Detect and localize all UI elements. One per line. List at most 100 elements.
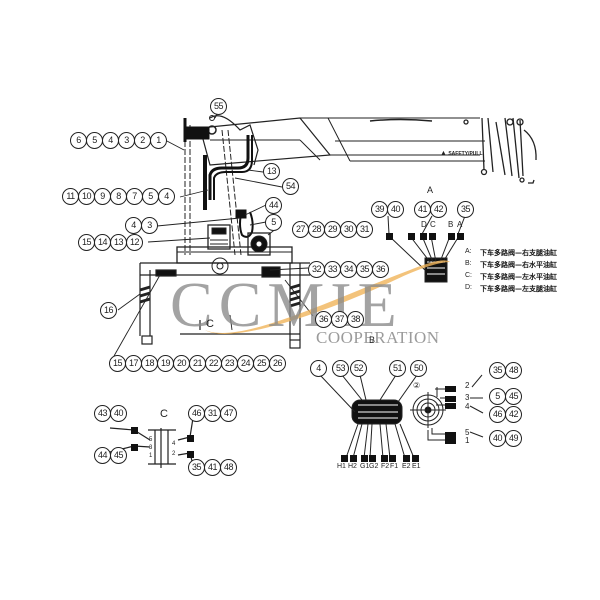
c-pin-4: 4 <box>172 441 176 447</box>
callout-49: 49 <box>505 430 522 447</box>
callout-3: 3 <box>118 132 135 149</box>
callout-30: 30 <box>340 221 357 238</box>
port-f2: F2 <box>381 463 390 470</box>
port-g2: G2 <box>369 463 379 470</box>
callout-35b: 35 <box>457 201 474 218</box>
callout-54: 54 <box>282 178 299 195</box>
port-tag <box>448 233 455 240</box>
callout-44: 44 <box>265 197 282 214</box>
pin-1: 1 <box>465 436 470 445</box>
callout-1: 1 <box>150 132 167 149</box>
watermark-brand: CCMIE <box>170 269 403 340</box>
callout-41: 41 <box>414 201 431 218</box>
port-letter-c: C <box>430 220 436 229</box>
port-h2: H2 <box>348 463 357 470</box>
port-tag <box>429 233 436 240</box>
callout-24: 24 <box>237 355 254 372</box>
valve-block-b <box>319 374 418 459</box>
legend-text-b: 下车多路阀—右水平油缸 <box>480 261 557 269</box>
callout-4: 4 <box>102 132 119 149</box>
callout-37: 37 <box>331 311 348 328</box>
callout-5b: 5 <box>142 188 159 205</box>
section-label-c: C <box>206 318 214 330</box>
pin-tag <box>131 427 138 434</box>
callout-32: 32 <box>308 261 325 278</box>
callout-45b: 45 <box>110 447 127 464</box>
callout-16: 16 <box>100 302 117 319</box>
crane-column <box>184 115 259 256</box>
pin-5: 5 <box>465 428 470 437</box>
callout-35: 35 <box>356 261 373 278</box>
callout-44b: 44 <box>94 447 111 464</box>
watermark-subtitle: COOPERATION <box>316 328 440 347</box>
callout-48: 48 <box>505 362 522 379</box>
callout-40c: 40 <box>110 405 127 422</box>
callout-6: 6 <box>70 132 87 149</box>
callout-13: 13 <box>263 163 280 180</box>
callout-4c: 4 <box>125 217 142 234</box>
callout-21: 21 <box>189 355 206 372</box>
watermark-swoosh <box>205 260 450 334</box>
port-e2: E2 <box>402 463 411 470</box>
callout-36b: 36 <box>315 311 332 328</box>
callout-40: 40 <box>387 201 404 218</box>
callout-13b: 13 <box>110 234 127 251</box>
callout-15: 15 <box>78 234 95 251</box>
boom-warning-label: ▲ SAFETY/PULL <box>440 150 483 157</box>
callout-29: 29 <box>324 221 341 238</box>
port-letter-d: D <box>421 220 427 229</box>
callout-11: 11 <box>62 188 79 205</box>
callout-26: 26 <box>269 355 286 372</box>
callout-28: 28 <box>308 221 325 238</box>
port-tag <box>361 455 368 462</box>
port-tag <box>408 233 415 240</box>
callout-55: 55 <box>210 98 227 115</box>
port-tag <box>403 455 410 462</box>
callout-22: 22 <box>205 355 222 372</box>
legend-key-c: C: <box>465 272 472 279</box>
detail-label-c: C <box>160 408 168 420</box>
port-e1: E1 <box>412 463 421 470</box>
callout-27: 27 <box>292 221 309 238</box>
view-label-a: A <box>427 185 434 195</box>
port-tag <box>386 233 393 240</box>
callout-39: 39 <box>371 201 388 218</box>
callout-5: 5 <box>86 132 103 149</box>
pin-tag <box>445 386 456 392</box>
callout-46b: 46 <box>188 405 205 422</box>
callout-51: 51 <box>389 360 406 377</box>
callout-34: 34 <box>340 261 357 278</box>
port-tag <box>350 455 357 462</box>
callout-9: 9 <box>94 188 111 205</box>
pin-tag <box>445 432 456 438</box>
pin-4: 4 <box>465 402 470 411</box>
port-h1: H1 <box>337 463 346 470</box>
callout-4d: 4 <box>310 360 327 377</box>
callout-7: 7 <box>126 188 143 205</box>
c-pin-2: 2 <box>172 451 176 457</box>
callout-47: 47 <box>220 405 237 422</box>
callout-46: 46 <box>489 406 506 423</box>
callout-42: 42 <box>430 201 447 218</box>
callout-53: 53 <box>332 360 349 377</box>
port-tag <box>369 455 376 462</box>
port-letter-a: A <box>457 220 463 229</box>
callout-15b: 15 <box>109 355 126 372</box>
port-tag <box>420 233 427 240</box>
port-f1: F1 <box>390 463 399 470</box>
callout-23: 23 <box>221 355 238 372</box>
callout-19: 19 <box>157 355 174 372</box>
callout-3b: 3 <box>141 217 158 234</box>
pin-tag <box>445 396 456 402</box>
callout-40b: 40 <box>489 430 506 447</box>
callout-12: 12 <box>126 234 143 251</box>
callout-5d: 5 <box>489 388 506 405</box>
callout-8: 8 <box>110 188 127 205</box>
boom-tip-links <box>463 117 537 184</box>
callout-20: 20 <box>173 355 190 372</box>
port-tag <box>341 455 348 462</box>
callout-42b: 42 <box>505 406 522 423</box>
port-tag <box>389 455 396 462</box>
pin-tag <box>187 435 194 442</box>
callout-4b: 4 <box>158 188 175 205</box>
